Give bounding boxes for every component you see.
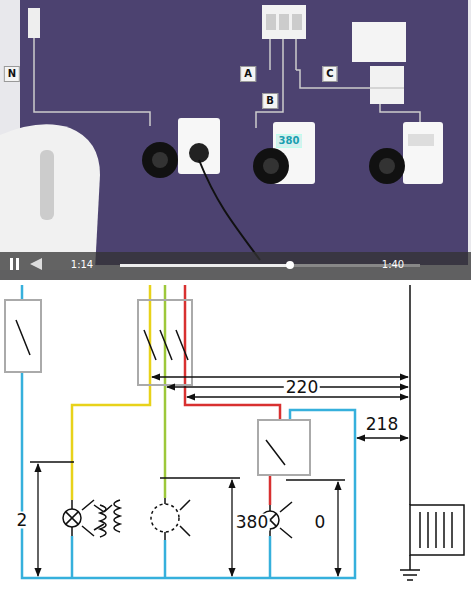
voltage-value: 0 <box>313 514 328 531</box>
voltage-value: 218 <box>364 416 400 433</box>
phase-tag: A <box>240 66 256 82</box>
video-time: 1:14 <box>71 260 93 270</box>
phase-tag: N <box>4 66 20 82</box>
voltage-value: 2 <box>15 512 30 529</box>
voltage-value: 380 <box>234 514 270 531</box>
voltage-value: 220 <box>284 379 320 396</box>
meter-reading: 380 <box>277 135 302 147</box>
phase-tag: B <box>262 93 278 109</box>
phase-tag: C <box>322 66 337 82</box>
video-time: 1:40 <box>382 260 404 270</box>
